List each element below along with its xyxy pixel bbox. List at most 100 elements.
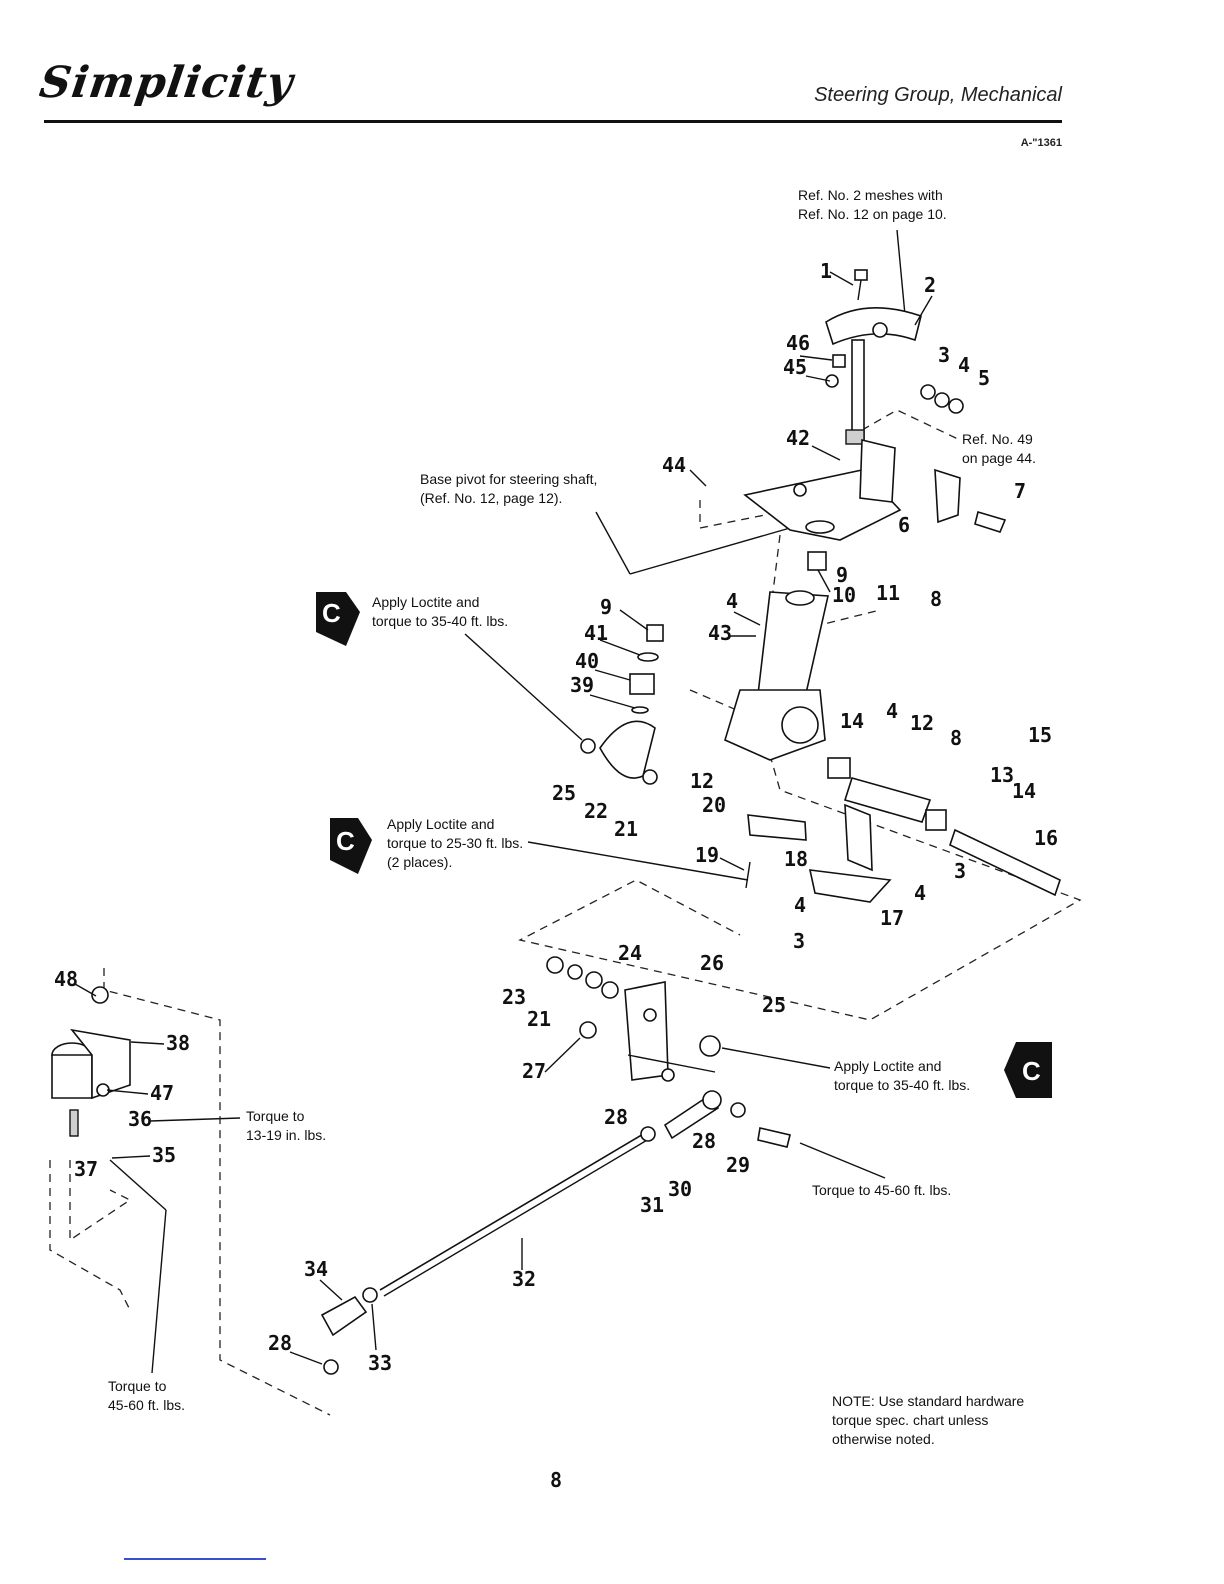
steering-arm-10: [724, 590, 829, 761]
leader-torque-35b: [109, 1159, 167, 1211]
dash-upper-bracket: [699, 500, 791, 529]
header-rule: [44, 120, 1062, 123]
note-torque-35: Torque to 45-60 ft. lbs.: [108, 1378, 186, 1413]
callout-4: 4: [958, 353, 970, 377]
callout-3c: 3: [793, 929, 805, 953]
callout-35: 35: [152, 1143, 176, 1167]
callout-32: 32: [512, 1267, 536, 1291]
page-number: 8: [550, 1468, 563, 1492]
callout-14b: 14: [1012, 779, 1036, 803]
leader-loctite-mid: [527, 841, 749, 881]
callout-7: 7: [1014, 479, 1026, 503]
callout-8b: 8: [950, 726, 962, 750]
washers-3-4-5: [920, 384, 964, 414]
callout-18: 18: [784, 847, 808, 871]
ball-joint-34: [320, 1287, 378, 1375]
bolt-19: [745, 861, 751, 889]
dash-left-box: [103, 968, 331, 1416]
note-loctite-top: Apply Loctite and torque to 35-40 ft. lb…: [372, 594, 509, 629]
section-title: Steering Group, Mechanical: [814, 84, 1062, 106]
mounting-plate-17: [808, 803, 892, 903]
callout-48: 48: [54, 967, 78, 991]
callout-11: 11: [876, 581, 900, 605]
note-ref2-meshes: Ref. No. 2 meshes with Ref. No. 12 on pa…: [798, 187, 947, 222]
bolt-7: [974, 510, 1007, 533]
block-20: [747, 814, 807, 841]
nut-27: [579, 1021, 597, 1039]
callout-38: 38: [166, 1031, 190, 1055]
support-bracket-6: [743, 438, 902, 541]
callout-47: 47: [150, 1081, 174, 1105]
bolt-1: [854, 269, 868, 301]
washers-23-21-24: [546, 956, 619, 999]
note-ref49: Ref. No. 49 on page 44.: [962, 431, 1036, 466]
leader-base-pivot-2: [629, 527, 791, 575]
callout-1: 1: [820, 259, 832, 283]
note-torque-29: Torque to 45-60 ft. lbs.: [812, 1182, 952, 1198]
nuts-45-46: [825, 354, 846, 388]
dash-ref49: [861, 409, 961, 441]
spindle-outline: [49, 1160, 132, 1311]
bushing-9-upper: [807, 551, 827, 571]
callout-43: 43: [708, 621, 732, 645]
tube-assembly-15: [827, 757, 947, 831]
callout-3b: 3: [954, 859, 966, 883]
callout-3: 3: [938, 343, 950, 367]
washer-21-upper: [642, 769, 658, 785]
leader-loctite-top: [464, 633, 583, 741]
loctite-badge-mid: C: [330, 818, 372, 874]
leader-loctite-right: [721, 1047, 831, 1069]
callout-16: 16: [1034, 826, 1058, 850]
callout-2: 2: [924, 273, 936, 297]
callout-9: 9: [836, 563, 848, 587]
figure-ref-code: A-"1361: [1020, 137, 1062, 149]
leader-torque-36: [149, 1117, 241, 1122]
callout-12b: 12: [690, 769, 714, 793]
callout-5: 5: [978, 366, 990, 390]
callout-45: 45: [783, 355, 807, 379]
leader-base-pivot: [595, 511, 631, 575]
nut-25-lower: [699, 1035, 721, 1057]
leader-torque-35: [151, 1209, 167, 1374]
note-loctite-mid: Apply Loctite and torque to 25-30 ft. lb…: [387, 816, 524, 870]
steering-gear-part: [825, 307, 922, 445]
key-37: [69, 1109, 79, 1137]
callout-15: 15: [1028, 723, 1052, 747]
callout-33: 33: [368, 1351, 392, 1375]
svg-text:C: C: [322, 598, 341, 628]
callout-29: 29: [726, 1153, 750, 1177]
callout-12: 12: [910, 711, 934, 735]
steering-block-38: [51, 986, 131, 1100]
leader-torque-29: [799, 1142, 886, 1179]
callout-25b: 25: [762, 993, 786, 1017]
callout-28c: 28: [268, 1331, 292, 1355]
pitman-arm-26: [624, 981, 669, 1081]
note-hardware: NOTE: Use standard hardware torque spec.…: [832, 1393, 1025, 1447]
note-torque-36: Torque to 13-19 in. lbs.: [246, 1108, 327, 1143]
callout-labels: 1 2 3 4 5 46 45 42 44 7 6 9 10 11 8 4 43…: [54, 259, 1058, 1375]
loctite-badge-right: C: [1004, 1042, 1052, 1098]
callout-4b: 4: [726, 589, 738, 613]
callout-8: 8: [930, 587, 942, 611]
drag-link-32: [379, 1068, 791, 1297]
callout-14: 14: [840, 709, 864, 733]
callout-27: 27: [522, 1059, 546, 1083]
note-loctite-right: Apply Loctite and torque to 35-40 ft. lb…: [834, 1058, 971, 1093]
callout-34: 34: [304, 1257, 328, 1281]
note-base-pivot: Base pivot for steering shaft, (Ref. No.…: [420, 471, 598, 506]
callout-4c: 4: [886, 699, 898, 723]
callout-21: 21: [614, 817, 638, 841]
dash-shaft: [771, 534, 781, 601]
shaft-16: [949, 828, 1061, 897]
callout-9b: 9: [600, 595, 612, 619]
gear-ref49: [934, 468, 961, 524]
callout-21b: 21: [527, 1007, 551, 1031]
loctite-badge-top: C: [316, 592, 360, 646]
callout-28b: 28: [692, 1129, 716, 1153]
callout-42: 42: [786, 426, 810, 450]
svg-text:C: C: [336, 826, 355, 856]
leader-ref2: [896, 229, 906, 316]
callout-17: 17: [880, 906, 904, 930]
callout-28: 28: [604, 1105, 628, 1129]
